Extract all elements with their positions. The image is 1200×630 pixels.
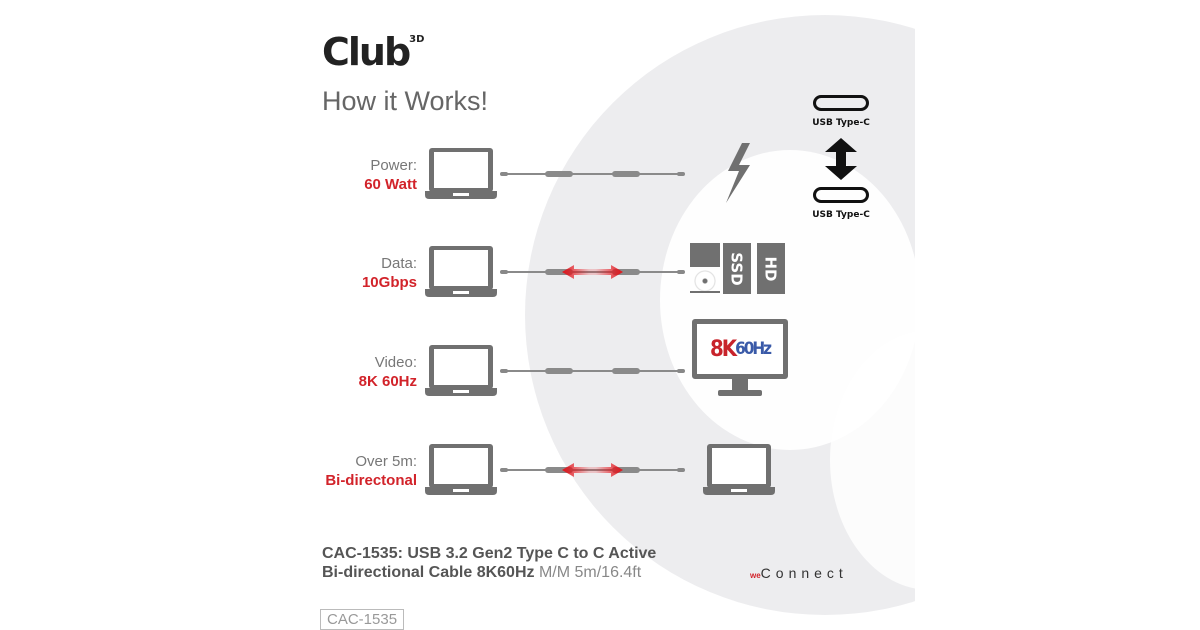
lightning-icon	[726, 143, 750, 203]
feature-value: 60 Watt	[364, 176, 417, 193]
cable-icon	[500, 167, 685, 181]
usb-label: USB Type-C	[812, 210, 870, 220]
feature-value: 10Gbps	[361, 274, 417, 291]
feature-name: Data:	[381, 255, 417, 272]
cable-with-bidirectional-arrows	[500, 463, 685, 477]
laptop-icon	[703, 443, 775, 500]
page-title: How it Works!	[322, 86, 489, 116]
usb-label: USB Type-C	[812, 118, 870, 128]
row-label: Data: 10Gbps	[362, 254, 417, 292]
feature-value: 8K 60Hz	[358, 373, 417, 390]
double-arrow-icon	[825, 138, 857, 180]
row-label: Over 5m: Bi-directonal	[325, 452, 417, 490]
hd-icon: HD	[757, 243, 785, 294]
row-label: Video: 8K 60Hz	[359, 353, 417, 391]
ssd-icon: SSD	[723, 243, 751, 294]
disc-icon	[690, 269, 720, 293]
weconnect-logo: weConnect	[750, 565, 848, 581]
product-code: CAC-1535	[320, 609, 405, 630]
usb-c-port-icon	[813, 187, 869, 203]
laptop-icon	[425, 344, 497, 401]
feature-value: Bi-directonal	[325, 472, 417, 489]
laptop-icon	[425, 147, 497, 204]
cable-icon	[500, 364, 685, 378]
laptop-icon	[425, 245, 497, 302]
feature-name: Power:	[370, 157, 417, 174]
optical-drive-icon	[690, 243, 720, 267]
storage-icons: SSD HD	[690, 243, 786, 295]
laptop-icon	[425, 443, 497, 500]
product-description: CAC-1535: USB 3.2 Gen2 Type C to C Activ…	[322, 545, 657, 581]
usb-c-port-icon	[813, 95, 869, 111]
feature-name: Video:	[374, 354, 417, 371]
cable-with-bidirectional-arrows	[500, 265, 685, 279]
club3d-logo: Club3D	[322, 30, 425, 74]
feature-name: Over 5m:	[355, 453, 417, 470]
row-label: Power: 60 Watt	[364, 156, 417, 194]
